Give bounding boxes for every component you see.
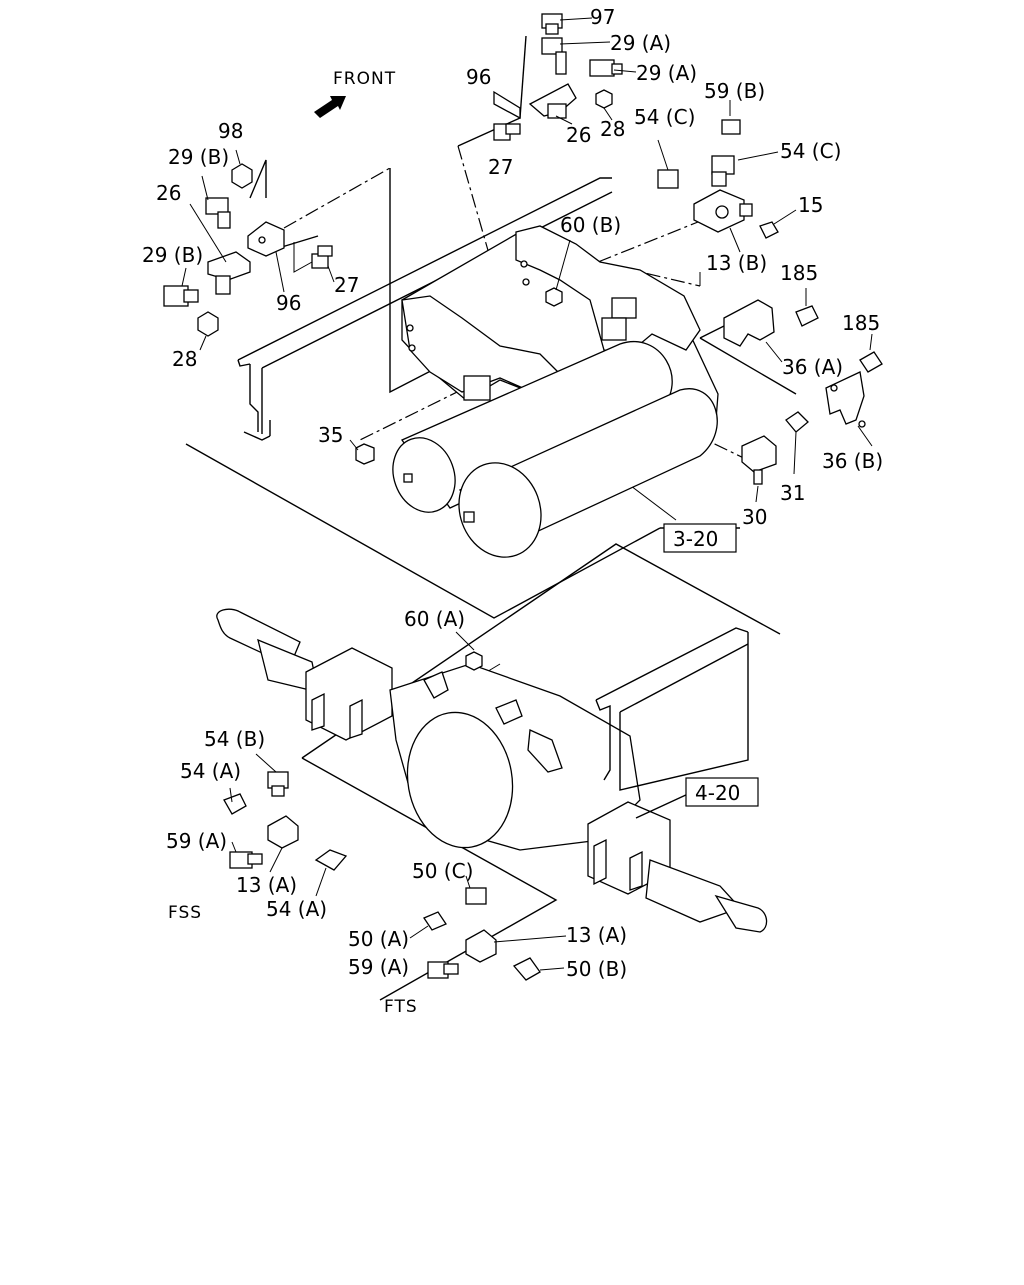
- callout-54c-2: 54 (C): [780, 139, 841, 163]
- bolt-27-top-icon: [493, 123, 521, 141]
- callout-60b: 60 (B): [560, 213, 621, 237]
- callout-59b: 59 (B): [704, 79, 765, 103]
- callout-28-top: 28: [600, 117, 625, 141]
- callout-50b: 50 (B): [566, 957, 627, 981]
- bolt-59a-fts-icon: [427, 961, 459, 979]
- callout-29a-2: 29 (A): [636, 61, 697, 85]
- bracket-96-left-icon: [247, 221, 285, 257]
- callout-36b: 36 (B): [822, 449, 883, 473]
- callout-54c-1: 54 (C): [634, 105, 695, 129]
- callout-13a-2: 13 (A): [566, 923, 627, 947]
- callout-31: 31: [780, 481, 805, 505]
- air-tank-right: [458, 388, 718, 558]
- bolt-27-left-icon: [311, 245, 333, 269]
- callout-54a-1: 54 (A): [180, 759, 241, 783]
- elbow-50c-icon: [465, 887, 487, 905]
- callout-96-top: 96: [466, 65, 491, 89]
- fitting-50a-icon: [423, 911, 447, 931]
- plug-15-icon: [759, 221, 779, 239]
- bolt-59b-icon: [721, 119, 741, 135]
- callout-29b-1: 29 (B): [168, 145, 229, 169]
- callout-185-1: 185: [780, 261, 818, 285]
- elbow-54a-lower-icon: [314, 849, 348, 871]
- callout-27-left: 27: [334, 273, 359, 297]
- callout-54b: 54 (B): [204, 727, 265, 751]
- callout-59a-1: 59 (A): [166, 829, 227, 853]
- callout-185-2: 185: [842, 311, 880, 335]
- frame-rail-lower-right: [595, 627, 749, 791]
- tee-fitting-top-icon: [528, 83, 577, 119]
- ref-box-4-20[interactable]: [685, 777, 759, 807]
- front-arrow-icon: [314, 96, 346, 118]
- callout-59a-2: 59 (A): [348, 955, 409, 979]
- tee-fitting-left-icon: [207, 251, 251, 295]
- bracket-96-top-icon: [493, 90, 521, 120]
- variant-label-fts: FTS: [384, 997, 418, 1017]
- callout-97: 97: [590, 5, 615, 29]
- callout-36a: 36 (A): [782, 355, 843, 379]
- callout-60a: 60 (A): [404, 607, 465, 631]
- nut-60a-icon: [465, 651, 483, 671]
- callout-50a: 50 (A): [348, 927, 409, 951]
- elbow-54c-left-icon: [657, 169, 679, 189]
- bolt-185-lower-icon: [859, 351, 883, 373]
- fitting-54a-upper-icon: [223, 793, 247, 815]
- ref-box-3-20[interactable]: [663, 523, 737, 553]
- valve-13a-fss-icon: [267, 815, 299, 849]
- valve-30-icon: [741, 435, 777, 485]
- callout-29b-2: 29 (B): [142, 243, 203, 267]
- nut-98-icon: [231, 163, 253, 189]
- bolt-185-upper-icon: [795, 305, 819, 327]
- elbow-29b-upper-icon: [205, 197, 231, 229]
- bolt-97-icon: [541, 13, 563, 35]
- elbow-29a-right-icon: [589, 59, 623, 77]
- bracket-36a-icon: [723, 299, 775, 347]
- callout-98: 98: [218, 119, 243, 143]
- elbow-29b-lower-icon: [163, 285, 199, 307]
- nut-28-top-icon: [595, 89, 613, 109]
- fitting-31-icon: [785, 411, 809, 433]
- ref-4-20-label: 4-20: [695, 781, 740, 805]
- callout-50c: 50 (C): [412, 859, 473, 883]
- elbow-29a-upper-icon: [541, 37, 567, 75]
- callout-13b: 13 (B): [706, 251, 767, 275]
- rear-axle-housing: [216, 608, 768, 933]
- valve-13a-fts-icon: [465, 929, 497, 963]
- nut-60b-icon: [545, 287, 563, 307]
- valve-13b-icon: [693, 189, 753, 233]
- front-label: FRONT: [333, 69, 396, 89]
- bracket-36b-icon: [825, 371, 866, 428]
- elbow-54c-right-icon: [711, 155, 735, 187]
- callout-13a-1: 13 (A): [236, 873, 297, 897]
- callout-26-top: 26: [566, 123, 591, 147]
- callout-15: 15: [798, 193, 823, 217]
- callout-54a-2: 54 (A): [266, 897, 327, 921]
- callout-30: 30: [742, 505, 767, 529]
- callout-26-left: 26: [156, 181, 181, 205]
- nut-35-icon: [355, 443, 375, 465]
- elbow-54b-icon: [267, 771, 289, 797]
- callout-27-top: 27: [488, 155, 513, 179]
- variant-label-fss: FSS: [168, 903, 202, 923]
- nut-28-left-icon: [197, 311, 219, 337]
- callout-35: 35: [318, 423, 343, 447]
- callout-labels: 97 29 (A) 29 (A) 96 26 28 27 59 (B) 54 (…: [142, 5, 883, 981]
- elbow-50b-icon: [512, 957, 541, 981]
- bolt-59a-fss-icon: [229, 851, 263, 869]
- callout-28-left: 28: [172, 347, 197, 371]
- callout-96-left: 96: [276, 291, 301, 315]
- callout-29a-1: 29 (A): [610, 31, 671, 55]
- ref-3-20-label: 3-20: [673, 527, 718, 551]
